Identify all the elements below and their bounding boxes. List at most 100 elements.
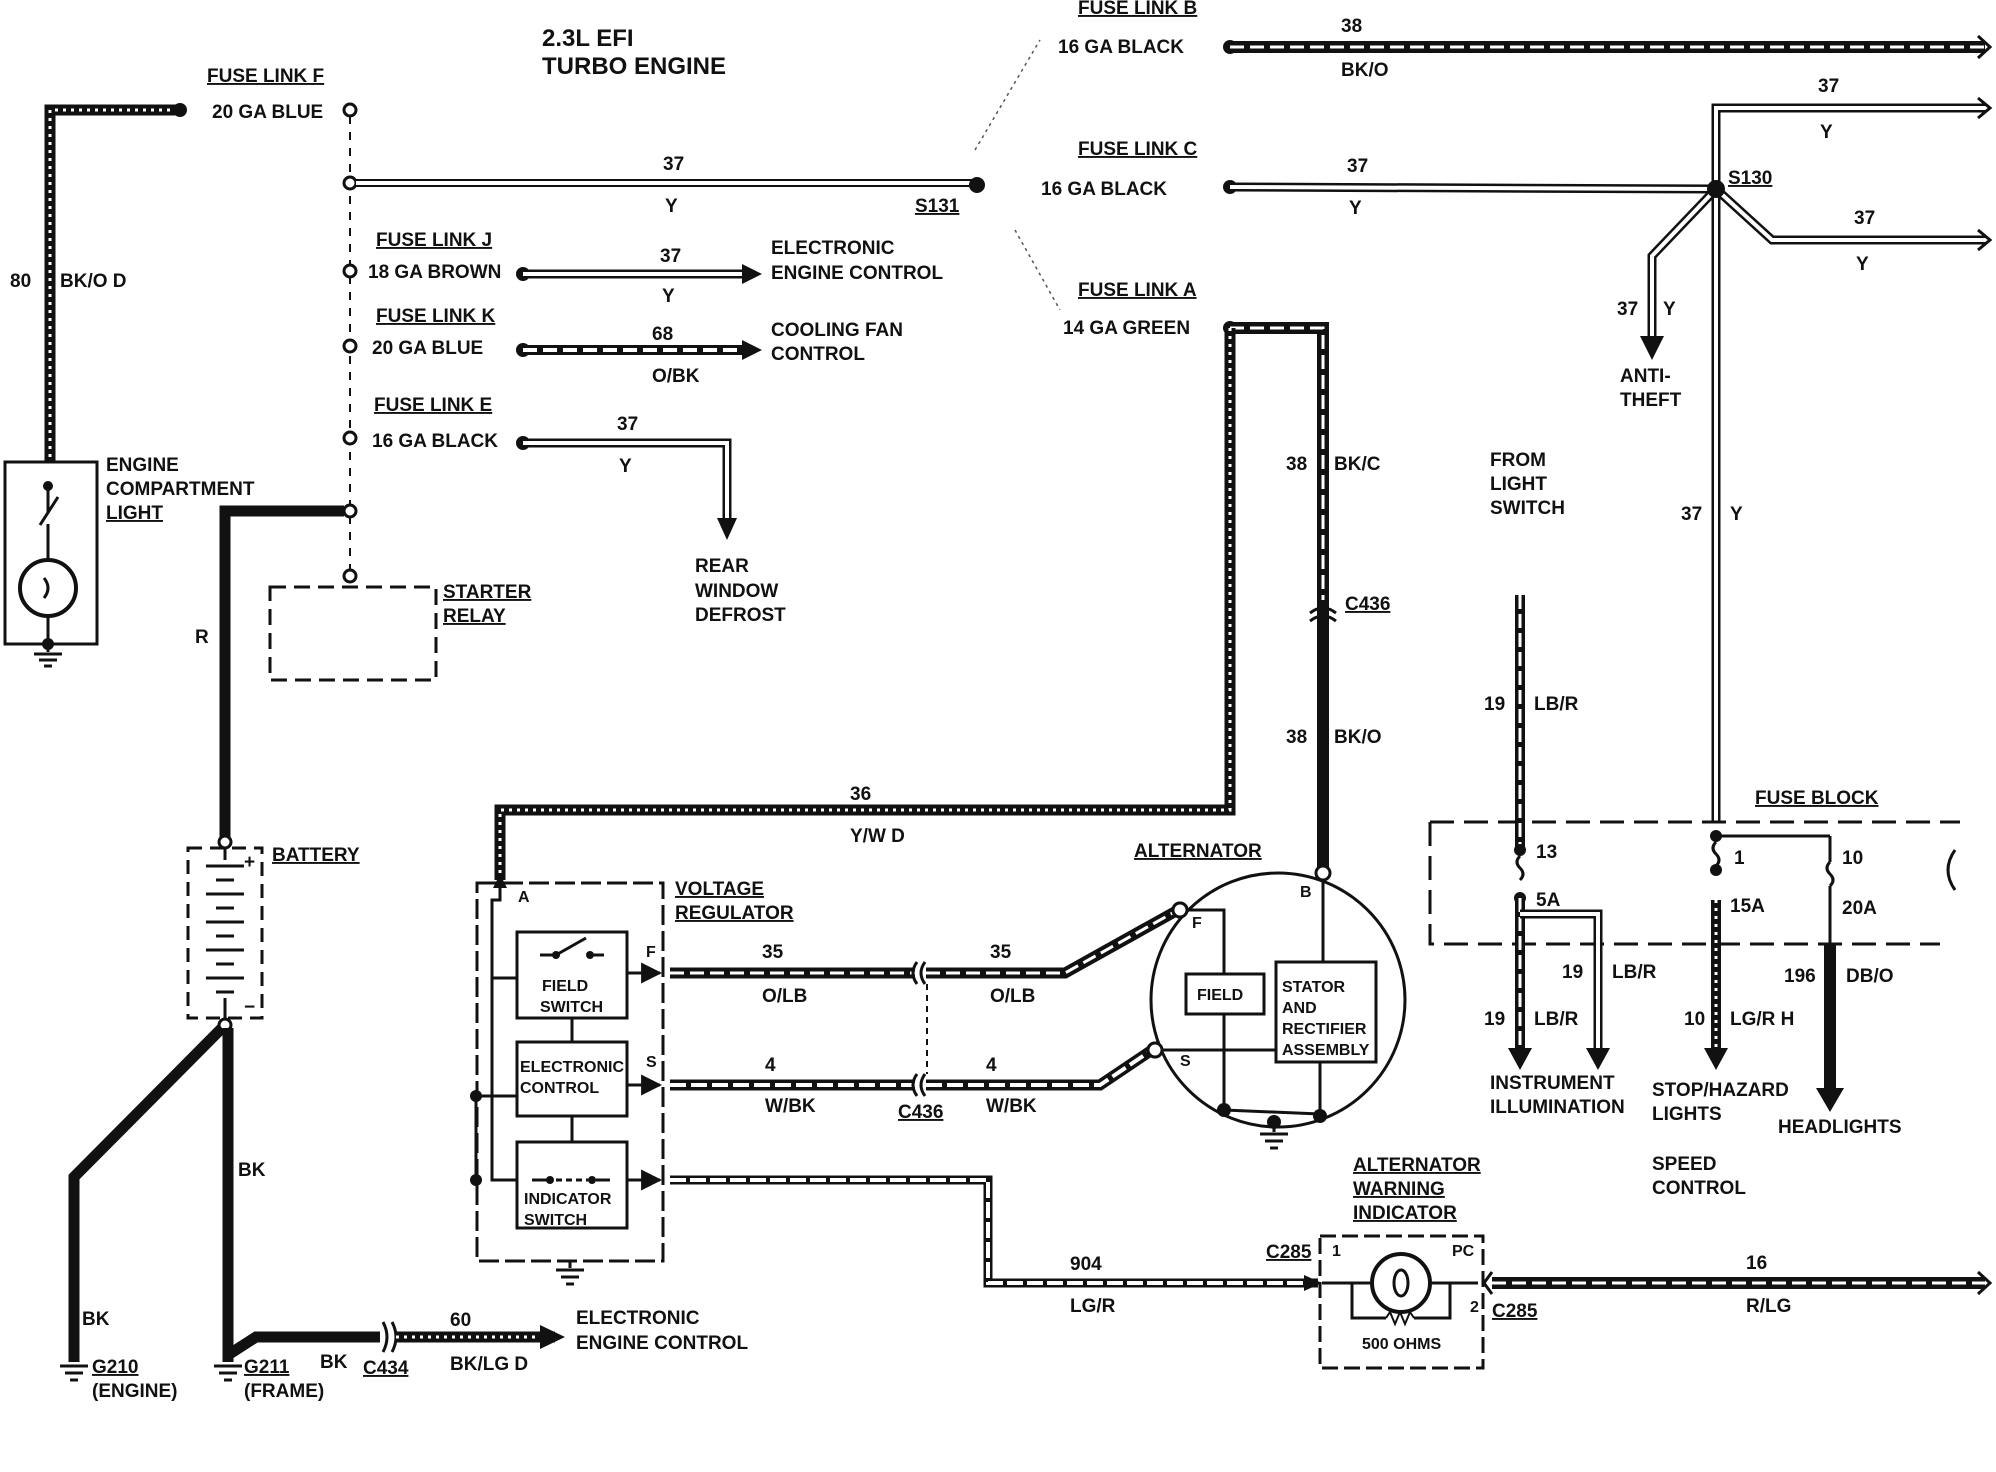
indicator-pc: PC <box>1452 1243 1475 1260</box>
wire-68-number: 68 <box>652 324 673 345</box>
connector-c436-top: C436 <box>1345 594 1390 615</box>
wire-36-color: Y/W D <box>850 826 905 847</box>
voltage-regulator-label-1: VOLTAGE <box>675 879 764 900</box>
dest-speed-line1: SPEED <box>1652 1154 1716 1175</box>
splice-s130: 37 Y 37 Y 37 Y ANTI- THEFT 37 Y S130 <box>1617 76 1993 822</box>
vr-terminal-s: S <box>646 1054 657 1071</box>
wire-196-number: 196 <box>1784 966 1816 987</box>
wire-4-a-color: W/BK <box>765 1096 816 1117</box>
wire-60-color: BK/LG D <box>450 1354 528 1375</box>
vr-terminal-f: F <box>646 944 656 961</box>
fuse-1-rating: 15A <box>1730 896 1765 917</box>
engine-light-label-2: COMPARTMENT <box>106 479 255 500</box>
dest-eec-2-line2: ENGINE CONTROL <box>576 1333 748 1354</box>
wire-bk-frame-color: BK <box>320 1352 348 1373</box>
connector-c434: C434 <box>363 1358 409 1379</box>
alternator-label: ALTERNATOR <box>1134 841 1262 862</box>
indicator-pin-2: 2 <box>1470 1299 1479 1316</box>
field-switch-label-1: FIELD <box>542 978 588 995</box>
stator-label-3: RECTIFIER <box>1282 1021 1367 1038</box>
fuse-link-b-name: FUSE LINK B <box>1078 0 1197 19</box>
wire-10-number: 10 <box>1684 1009 1705 1030</box>
ground-g211-id: G211 <box>244 1357 290 1378</box>
wire-38-low-color: BK/O <box>1334 727 1382 748</box>
wire-36-number: 36 <box>850 784 871 805</box>
fuse-link-b-gauge: 16 GA BLACK <box>1058 37 1184 58</box>
fuse-link-c: FUSE LINK C 16 GA BLACK 37 Y <box>1041 139 1717 219</box>
wire-38-b-color: BK/O <box>1341 60 1389 81</box>
wire-19-a-number: 19 <box>1484 1009 1505 1030</box>
fuse-link-e-name: FUSE LINK E <box>374 395 492 416</box>
starter-relay-label-1: STARTER <box>443 582 532 603</box>
wire-35-a-color: O/LB <box>762 986 807 1007</box>
wire-19-b-color: LB/R <box>1612 962 1657 983</box>
wire-37-e-color: Y <box>619 456 632 477</box>
wire-bk-eng-color: BK <box>82 1309 110 1330</box>
fuse-link-f-name: FUSE LINK F <box>207 66 324 87</box>
wire-35-a-number: 35 <box>762 942 784 963</box>
wire-80-number: 80 <box>10 271 31 292</box>
wire-37-j-number: 37 <box>660 246 681 267</box>
fuse-link-a-name: FUSE LINK A <box>1078 280 1197 301</box>
fuse-link-k-gauge: 20 GA BLUE <box>372 338 483 359</box>
wire-80: 80 BK/O D <box>10 103 187 462</box>
fuse-10-rating: 20A <box>1842 898 1877 919</box>
fuse-link-f: FUSE LINK F 20 GA BLUE <box>207 66 358 123</box>
wire-35-b-color: O/LB <box>990 986 1035 1007</box>
wire-16-color: R/LG <box>1746 1296 1791 1317</box>
engine-light-label-3: LIGHT <box>106 503 163 524</box>
wire-37-j-color: Y <box>662 286 675 307</box>
dest-from-light-line1: FROM <box>1490 450 1546 471</box>
dest-headlights: HEADLIGHTS <box>1778 1117 1902 1138</box>
connector-c436-bottom: C436 <box>898 1102 943 1123</box>
dest-from-light-line2: LIGHT <box>1490 474 1547 495</box>
wire-10-color: LG/R H <box>1730 1009 1794 1030</box>
wire-904-color: LG/R <box>1070 1296 1116 1317</box>
wire-16: C285 16 R/LG <box>1482 1253 1993 1322</box>
wire-r-battery: R <box>195 505 344 840</box>
engine-light-label-1: ENGINE <box>106 455 179 476</box>
fuse-link-j-gauge: 18 GA BROWN <box>368 262 501 283</box>
wire-904: 904 LG/R C285 <box>670 1175 1322 1317</box>
fuse-link-f-gauge: 20 GA BLUE <box>212 102 323 123</box>
fuse-link-j: FUSE LINK J 18 GA BROWN 37 Y ELECTRONIC … <box>368 230 943 307</box>
dest-eec-1-line2: ENGINE CONTROL <box>771 263 943 284</box>
stator-label-2: AND <box>1282 1000 1317 1017</box>
wire-37-r2-color: Y <box>1856 254 1869 275</box>
fuse-link-c-gauge: 16 GA BLACK <box>1041 179 1167 200</box>
dest-speed-line2: CONTROL <box>1652 1178 1746 1199</box>
wire-60-number: 60 <box>450 1310 471 1331</box>
battery-plus: + <box>244 852 255 873</box>
wire-19-a-color: LB/R <box>1534 1009 1579 1030</box>
wire-38-up-number: 38 <box>1286 454 1307 475</box>
dest-defrost-line3: DEFROST <box>695 605 786 626</box>
wire-60: C434 60 BK/LG D ELECTRONIC ENGINE CONTRO… <box>363 1308 748 1379</box>
wire-37-at-color: Y <box>1663 299 1676 320</box>
ground-g210-id: G210 <box>92 1357 138 1378</box>
fuse-link-a: FUSE LINK A 14 GA GREEN 38 BK/C 38 BK/O … <box>494 280 1390 880</box>
wire-4-b-color: W/BK <box>986 1096 1037 1117</box>
dest-stop-hazard-line2: LIGHTS <box>1652 1104 1722 1125</box>
dest-cooling-line1: COOLING FAN <box>771 320 903 341</box>
battery-minus: − <box>244 997 255 1018</box>
fuse-link-k-name: FUSE LINK K <box>376 306 496 327</box>
dest-instrument-line1: INSTRUMENT <box>1490 1073 1615 1094</box>
wire-37-c-color: Y <box>1349 198 1362 219</box>
connector-c285-right: C285 <box>1492 1301 1538 1322</box>
starter-relay-label-2: RELAY <box>443 606 506 627</box>
voltage-regulator-label-2: REGULATOR <box>675 903 794 924</box>
engine-compartment-light: ENGINE COMPARTMENT LIGHT <box>3 455 255 668</box>
fuse-link-b: FUSE LINK B 16 GA BLACK 38 BK/O <box>1058 0 1993 81</box>
wire-4-b-number: 4 <box>986 1055 997 1076</box>
dest-from-light-line3: SWITCH <box>1490 498 1565 519</box>
alternator-warning-indicator: ALTERNATOR WARNING INDICATOR 1 PC 2 500 … <box>1318 1155 1485 1370</box>
wire-37-main-number: 37 <box>663 154 684 175</box>
electronic-control-label-2: CONTROL <box>520 1080 599 1097</box>
wire-37-e-number: 37 <box>617 414 638 435</box>
dest-stop-hazard-line1: STOP/HAZARD <box>1652 1080 1789 1101</box>
stator-label-1: STATOR <box>1282 979 1346 996</box>
fuse-link-a-gauge: 14 GA GREEN <box>1063 318 1190 339</box>
fuse-link-k: FUSE LINK K 20 GA BLUE 68 O/BK COOLING F… <box>372 306 903 387</box>
field-switch-label-2: SWITCH <box>540 999 603 1016</box>
